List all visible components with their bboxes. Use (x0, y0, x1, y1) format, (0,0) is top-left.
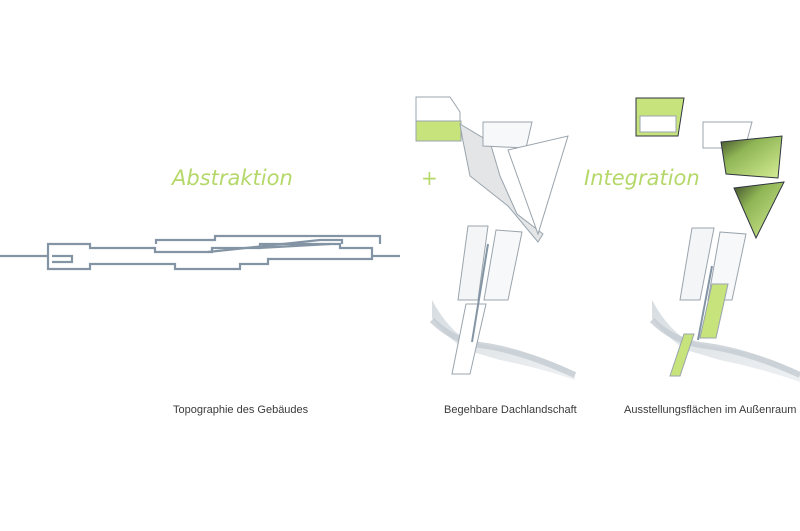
building-outline-upper (154, 234, 382, 244)
white-tray-inner (639, 115, 677, 133)
long-slab-5 (707, 231, 747, 301)
top-box-outline (415, 96, 461, 124)
long-slab-2 (483, 229, 523, 301)
building-outline-lower (46, 242, 374, 271)
triangle-wedge (507, 135, 569, 236)
green-exhibition-strip (699, 283, 729, 339)
roof-rail (257, 242, 331, 250)
building-inner-step (52, 254, 74, 264)
heading-integration: Integration (584, 166, 700, 190)
caption-topographie: Topographie des Gebäudes (173, 404, 309, 416)
terrain-edge-2 (649, 317, 800, 378)
green-exhibition-path (669, 333, 695, 377)
caption-dachlandschaft: Begehbare Dachlandschaft (444, 404, 577, 416)
building-roof-ramp (207, 238, 344, 254)
terrain-edge-1 (429, 317, 577, 378)
green-wedge-triangle (733, 181, 785, 240)
long-slab-4 (679, 227, 715, 301)
long-slab-3 (451, 303, 487, 375)
roof-path-grey (459, 123, 544, 243)
caption-ausstellung: Ausstellungsflächen im Außenraum (624, 404, 797, 416)
green-wedge-top (720, 135, 783, 179)
heading-abstraktion: Abstraktion (172, 166, 293, 190)
plus-sign: + (421, 166, 438, 190)
